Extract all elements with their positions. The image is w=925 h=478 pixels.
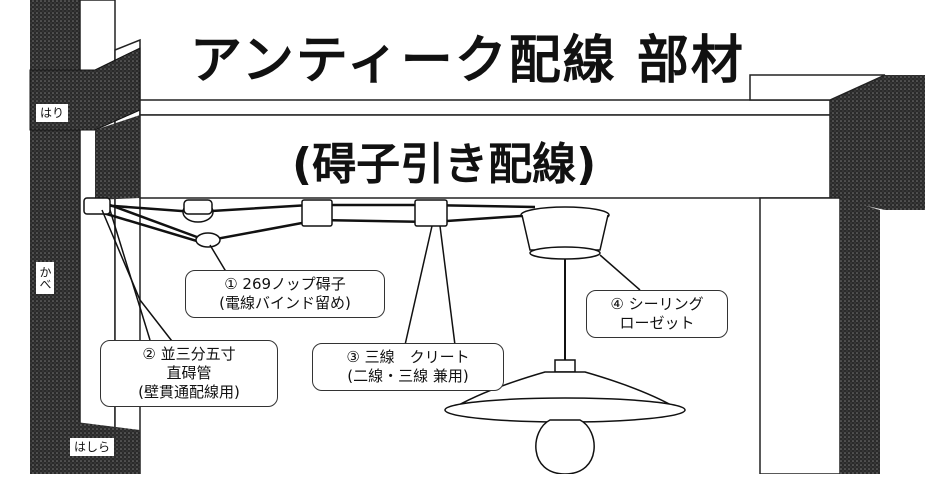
callout-knob-insulator: ① 269ノップ碍子 (電線バインド留め) bbox=[185, 270, 385, 318]
page-title: アンティーク配線 部材 bbox=[190, 31, 745, 91]
wire-cross bbox=[109, 203, 206, 242]
leader-3b bbox=[439, 225, 456, 346]
pillar-right-front bbox=[759, 197, 841, 475]
knob-insulator-bottom bbox=[195, 232, 221, 248]
leader-lines bbox=[101, 209, 641, 346]
page-subtitle: (碍子引き配線) bbox=[292, 139, 597, 190]
pillar-right-top bbox=[749, 74, 886, 101]
tube-insulator bbox=[83, 197, 111, 215]
callout-cleat: ③ 三線 クリート (二線・三線 兼用) bbox=[312, 343, 504, 391]
leader-3 bbox=[404, 225, 433, 346]
callout-4-line-2: ローゼット bbox=[619, 314, 695, 332]
cleat-1 bbox=[301, 199, 333, 227]
callout-1-line-1: ① 269ノップ碍子 bbox=[224, 275, 346, 293]
leader-2 bbox=[101, 209, 176, 346]
callout-2-line-1: ② 並三分五寸 bbox=[142, 345, 236, 363]
callout-4-line-1: ④ シーリング bbox=[610, 295, 704, 313]
callout-2-line-2: 直碍管 bbox=[166, 364, 212, 382]
cleat-2 bbox=[414, 199, 448, 227]
callout-2-line-3: (壁貫通配線用) bbox=[138, 383, 240, 401]
beam-top-face bbox=[139, 99, 831, 116]
beam-right-end bbox=[830, 75, 925, 210]
callout-tube-insulator: ② 並三分五寸 直碍管 (壁貫通配線用) bbox=[100, 340, 278, 407]
knob-insulator-top-body bbox=[183, 199, 213, 215]
ceiling-rosette bbox=[520, 206, 610, 260]
pillar-right-side bbox=[840, 198, 880, 474]
label-beam: はり bbox=[36, 104, 69, 122]
light-bulb bbox=[535, 419, 595, 475]
callout-3-line-1: ③ 三線 クリート bbox=[346, 348, 470, 366]
leader-4 bbox=[599, 254, 641, 291]
callout-3-line-2: (二線・三線 兼用) bbox=[347, 367, 469, 385]
callout-1-line-2: (電線バインド留め) bbox=[219, 294, 351, 312]
label-wall: かべ bbox=[36, 262, 54, 294]
callout-ceiling-rosette: ④ シーリング ローゼット bbox=[586, 290, 728, 338]
cleats bbox=[301, 199, 448, 227]
knob-insulators bbox=[182, 199, 221, 248]
beam-underside bbox=[95, 115, 140, 200]
label-pillar: はしら bbox=[70, 438, 115, 456]
leader-2b bbox=[109, 209, 151, 341]
